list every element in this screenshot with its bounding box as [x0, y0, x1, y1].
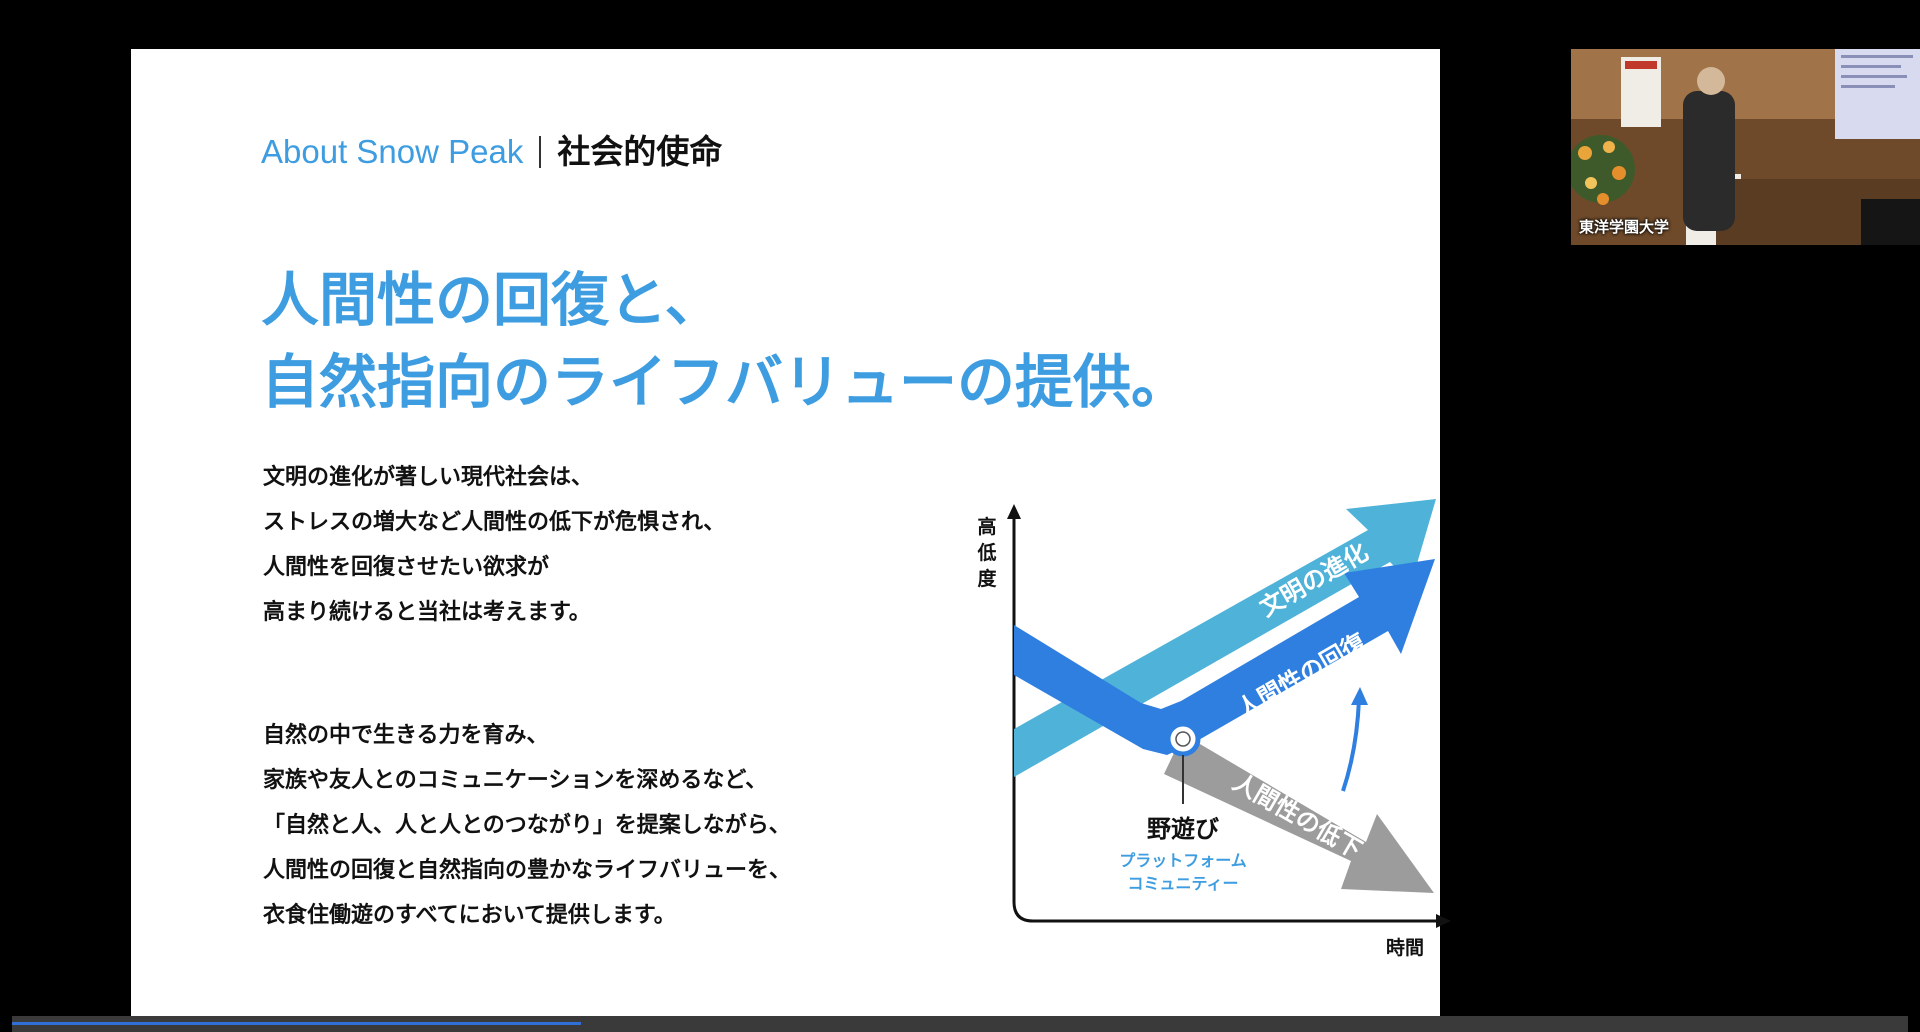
upward-curve-arrow: [1341, 698, 1361, 792]
body-paragraph-1: 文明の進化が著しい現代社会は、 ストレスの増大など人間性の低下が危惧され、 人間…: [263, 455, 725, 635]
slide-title: 人間性の回復と、 自然指向のライフバリューの提供。: [261, 259, 1189, 423]
speaker-video-tile[interactable]: 東洋学園大学: [1571, 49, 1920, 245]
concept-diagram: 高 低 度 時間 文明の進化 人間性の回復 人間性の低下 野遊び プラットフォー…: [831, 449, 1451, 969]
participant-name: 東洋学園大学: [1579, 218, 1670, 236]
diagram-axes: [1007, 504, 1451, 928]
x-axis-label: 時間: [1386, 937, 1424, 959]
screen-share-progress-bar[interactable]: [12, 1016, 1908, 1032]
heading-brand: About Snow Peak: [261, 133, 524, 170]
projection-screen: [1835, 49, 1920, 139]
title-line: 人間性の回復と、: [261, 266, 723, 334]
screen-share-progress-fill: [12, 1022, 581, 1025]
speaker-figure: [1683, 91, 1735, 231]
arrow-decline: [1164, 734, 1434, 893]
upward-curve-arrowhead: [1351, 687, 1368, 705]
y-axis-label-3: 度: [977, 567, 997, 590]
title-line: 自然指向のライフバリューの提供。: [261, 348, 1190, 416]
body-line: 文明の進化が著しい現代社会は、: [263, 465, 594, 490]
body-line: 衣食住働遊のすべてにおいて提供します。: [263, 903, 676, 928]
point-sublabel-line: コミュニティー: [1127, 874, 1238, 893]
body-line: 高まり続けると当社は考えます。: [263, 600, 591, 625]
y-axis-label-2: 低: [976, 541, 996, 564]
heading-divider: [539, 135, 542, 168]
shared-slide: About Snow Peak 社会的使命 人間性の回復と、 自然指向のライフバ…: [131, 49, 1451, 1016]
heading-topic: 社会的使命: [557, 132, 723, 171]
y-axis-label-1: 高: [977, 515, 996, 538]
y-axis-arrowhead: [1007, 504, 1021, 519]
slide-heading: About Snow Peak 社会的使命: [261, 135, 722, 168]
body-line: 人間性の回復と自然指向の豊かなライフバリューを、: [263, 858, 792, 883]
x-axis-line: [1012, 901, 1436, 923]
point-label: 野遊び: [1147, 815, 1219, 843]
x-axis-arrowhead: [1436, 914, 1451, 928]
node-center: [1175, 731, 1191, 747]
body-line: 「自然と人、人と人とのつながり」を提案しながら、: [263, 813, 791, 838]
body-line: 家族や友人とのコミュニケーションを深めるなど、: [263, 768, 768, 793]
speaker-video-frame: [1571, 49, 1920, 245]
body-line: ストレスの増大など人間性の低下が危惧され、: [263, 510, 726, 535]
body-line: 人間性を回復させたい欲求が: [263, 555, 550, 580]
point-sublabel-line: プラットフォーム: [1119, 851, 1247, 870]
body-paragraph-2: 自然の中で生きる力を育み、 家族や友人とのコミュニケーションを深めるなど、 「自…: [263, 713, 791, 938]
concept-diagram-svg: 高 低 度 時間 文明の進化 人間性の回復 人間性の低下 野遊び プラットフォー…: [976, 499, 1451, 959]
body-line: 自然の中で生きる力を育み、: [263, 723, 549, 748]
arrow-recovery: [1014, 559, 1435, 755]
